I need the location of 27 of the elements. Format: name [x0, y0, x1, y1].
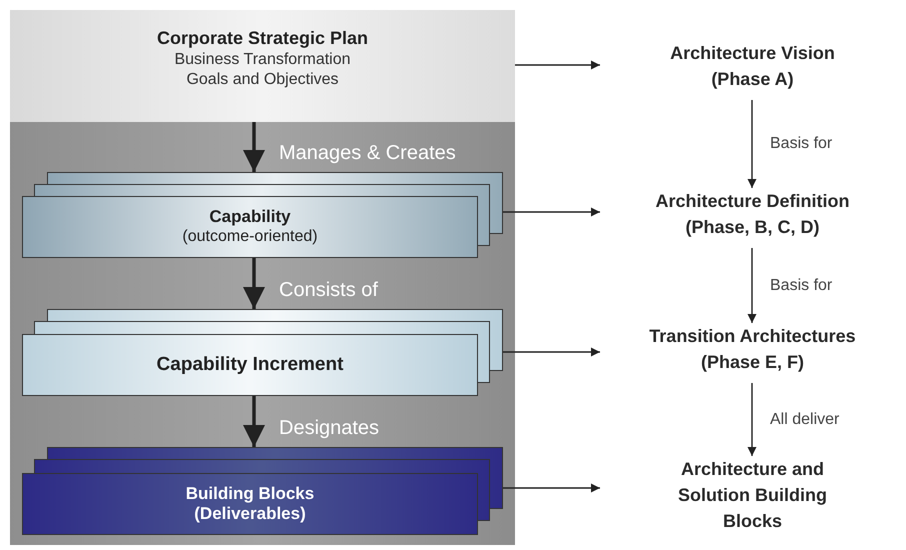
- card-title: Building Blocks (Deliverables): [184, 484, 316, 524]
- edge-label: Manages & Creates: [279, 141, 456, 166]
- card-title: Capability: [209, 207, 291, 227]
- arrow: [503, 208, 600, 216]
- thick-arrow: [243, 396, 265, 447]
- phase-label: Architecture and Solution Building Blocks: [677, 458, 828, 533]
- edge-label: Basis for: [770, 134, 832, 154]
- phase-label: Transition Architectures (Phase E, F): [648, 325, 857, 374]
- plan-title: Corporate Strategic Plan: [156, 27, 368, 50]
- thick-arrow: [243, 258, 265, 309]
- arrow: [748, 383, 756, 456]
- arrow: [515, 60, 600, 70]
- phase-label: Architecture Vision (Phase A): [669, 42, 836, 91]
- phase-label: Architecture Definition (Phase, B, C, D): [654, 190, 851, 239]
- thick-arrow: [243, 122, 265, 172]
- edge-label: All deliver: [770, 410, 840, 430]
- card-subtitle: (outcome-oriented): [182, 227, 318, 247]
- arrow: [748, 100, 756, 188]
- arrow: [503, 484, 600, 492]
- edge-label: Basis for: [770, 276, 832, 296]
- card-title: Capability Increment: [156, 355, 344, 375]
- arrow: [503, 348, 600, 356]
- edge-label: Designates: [279, 416, 380, 440]
- edge-label: Consists of: [279, 278, 378, 302]
- plan-subtitle: Business Transformation Goals and Objectives: [173, 50, 352, 90]
- plan-band: [10, 10, 515, 122]
- arrow: [748, 248, 756, 323]
